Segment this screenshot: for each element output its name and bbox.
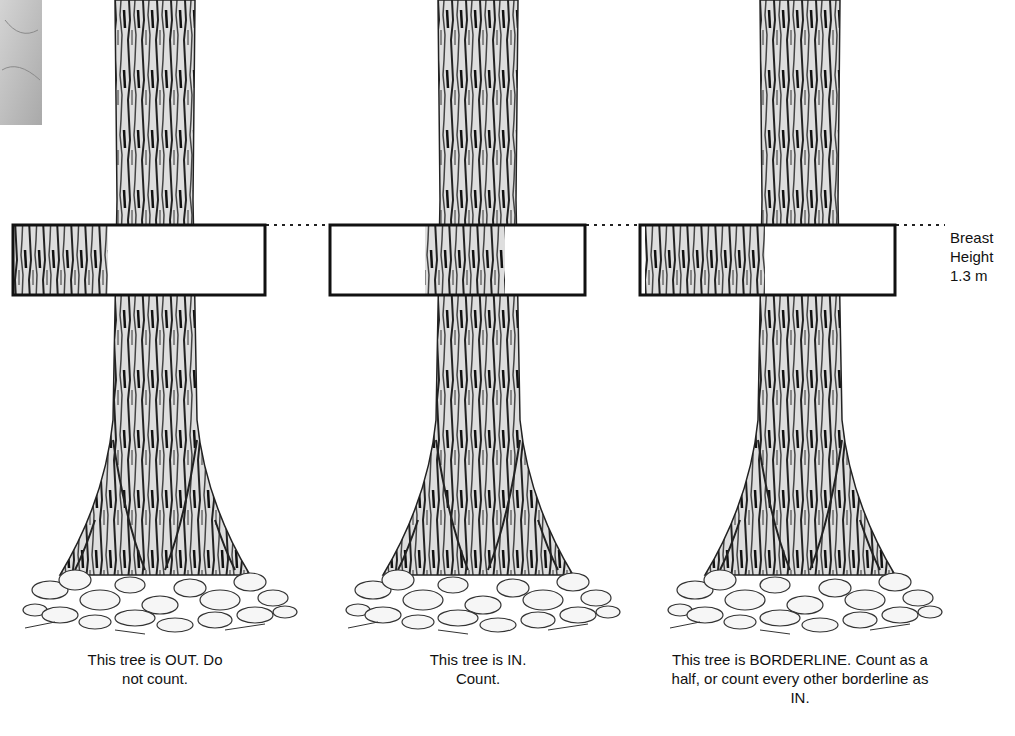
tree-trunk (346, 0, 620, 634)
gauge-window (640, 225, 895, 295)
height-note: Breast Height 1.3 m (950, 228, 1008, 285)
tree-trunk (668, 0, 942, 634)
gauge-window (330, 225, 585, 295)
tree-caption: This tree is BORDERLINE. Count as a half… (660, 650, 940, 707)
tree-caption: This tree is OUT. Do not count. (85, 650, 225, 688)
gauge-window (13, 225, 265, 295)
tree-trunk (23, 0, 297, 634)
corner-image (0, 0, 42, 125)
tree-caption: This tree is IN. Count. (418, 650, 538, 688)
